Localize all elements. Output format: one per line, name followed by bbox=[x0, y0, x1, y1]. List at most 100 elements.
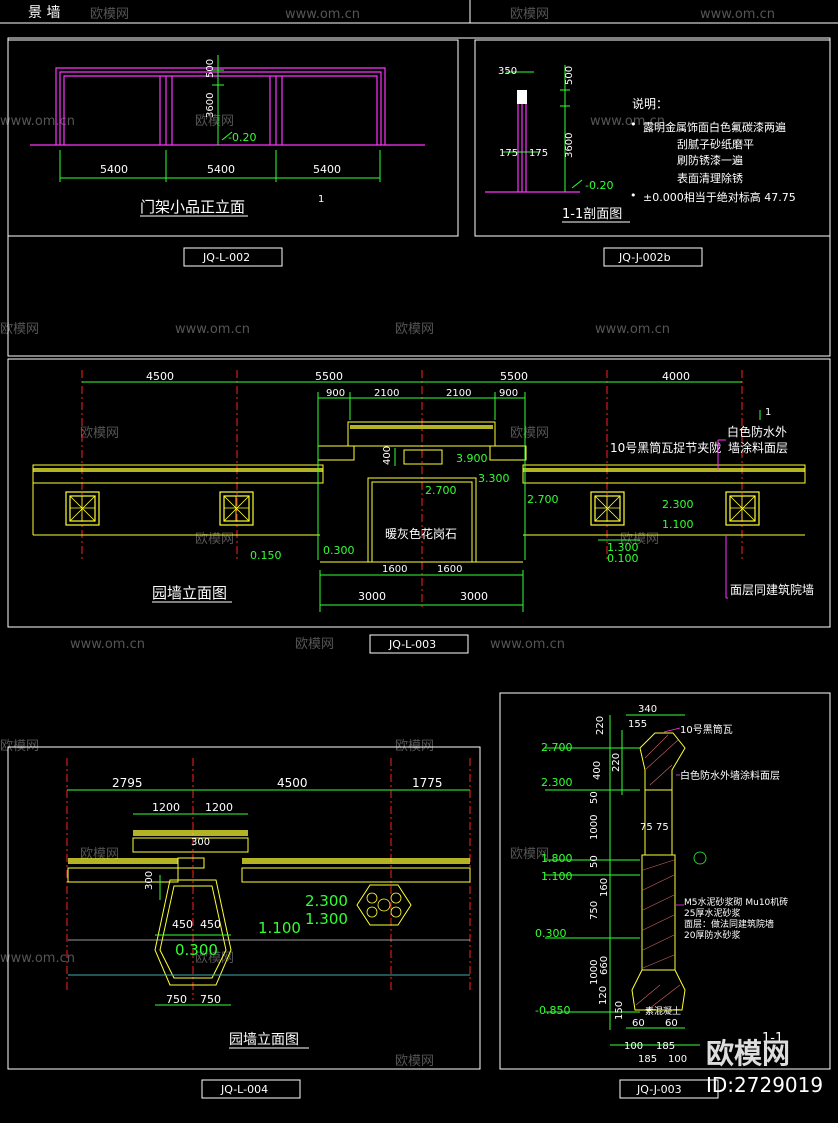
badge-id: ID:2729019 bbox=[706, 1073, 823, 1097]
watermark: 欧模网 bbox=[510, 847, 549, 862]
sheet-title: 景 墙 bbox=[28, 5, 60, 21]
panel-garden-wall-elevation-a: 4500 5500 5500 4000 900 2100 2100 900 40… bbox=[32, 370, 814, 654]
material-label: 暖灰色花岗石 bbox=[385, 526, 457, 541]
watermark: www.om.cn bbox=[285, 7, 360, 22]
dim-label: 160 bbox=[599, 878, 610, 897]
wall-outline bbox=[32, 421, 806, 563]
dim-label: 340 bbox=[638, 704, 657, 715]
dim-label: 660 bbox=[599, 956, 610, 975]
note-line: 刮腻子砂纸磨平 bbox=[677, 137, 754, 151]
dim-label: 300 bbox=[191, 837, 210, 848]
dim-label: 185 bbox=[638, 1054, 657, 1065]
dim-lines bbox=[59, 55, 381, 182]
watermark: www.om.cn bbox=[700, 7, 775, 22]
material-label: 白色防水外 bbox=[727, 424, 787, 439]
dim-label: 175 bbox=[529, 148, 548, 159]
level-label: 0.300 bbox=[175, 941, 218, 959]
watermark: 欧模网 bbox=[395, 1054, 434, 1069]
drawing-code: JQ-J-002b bbox=[618, 251, 671, 264]
dim-lines bbox=[545, 714, 700, 1046]
dim-label: 3600 bbox=[564, 133, 575, 158]
watermark: 欧模网 bbox=[0, 322, 39, 337]
note-line: 表面清理除锈 bbox=[677, 171, 743, 185]
level-label: 1.100 bbox=[541, 870, 573, 883]
watermark: 欧模网 bbox=[395, 322, 434, 337]
dim-label: 5500 bbox=[315, 370, 343, 383]
dim-label: 185 bbox=[656, 1041, 675, 1052]
drawing-code: JQ-L-004 bbox=[220, 1083, 268, 1096]
level-label: 1.800 bbox=[541, 852, 573, 865]
material-label: M5水泥砂浆砌 Mu10机砖 bbox=[684, 896, 788, 908]
drawing-title: 园墙立面图 bbox=[229, 1032, 299, 1048]
hatch bbox=[635, 734, 681, 1009]
note-line: ±0.000相当于绝对标高 47.75 bbox=[643, 190, 796, 204]
dim-label: 1775 bbox=[412, 776, 443, 790]
lattice-hexagon bbox=[366, 892, 402, 918]
steel-frame bbox=[30, 67, 425, 146]
dim-label: 450 bbox=[200, 918, 221, 931]
watermark: 欧模网 bbox=[195, 532, 234, 547]
watermark: www.om.cn bbox=[70, 637, 145, 652]
watermark: 欧模网 bbox=[510, 426, 549, 441]
watermark: 欧模网 bbox=[80, 426, 119, 441]
level-label: -0.850 bbox=[535, 1004, 570, 1017]
dim-label: 155 bbox=[628, 719, 647, 730]
level-label: 0.300 bbox=[535, 927, 567, 940]
level-label: 2.700 bbox=[541, 741, 573, 754]
svg-text:•: • bbox=[630, 118, 637, 131]
dim-label: 350 bbox=[498, 66, 517, 77]
dim-label: 750 bbox=[589, 901, 600, 920]
watermark: 欧模网 bbox=[295, 637, 334, 652]
panel-garden-wall-elevation-b: 2795 4500 1775 1200 1200 300 300 2.300 1… bbox=[66, 758, 471, 1099]
drawing-code-box bbox=[183, 247, 283, 267]
drawing-code: JQ-J-003 bbox=[636, 1083, 682, 1096]
dim-lines bbox=[67, 789, 470, 1006]
level-label: 3.300 bbox=[478, 472, 510, 485]
drawing-code: JQ-L-003 bbox=[388, 638, 436, 651]
material-label: 25厚水泥砂浆 bbox=[684, 907, 740, 919]
level-label: 0.150 bbox=[250, 549, 282, 562]
dim-label: 450 bbox=[172, 918, 193, 931]
level-label: 0.100 bbox=[607, 552, 639, 565]
material-label: 面层：做法同建筑院墙 bbox=[684, 918, 774, 930]
dim-label: 150 bbox=[614, 1001, 625, 1020]
level-label: 2.700 bbox=[425, 484, 457, 497]
dim-label: 2795 bbox=[112, 776, 143, 790]
axis-lines bbox=[81, 370, 743, 610]
material-label: 20厚防水砂浆 bbox=[684, 929, 740, 941]
level-label: 0.300 bbox=[323, 544, 355, 557]
dim-label: 75 bbox=[656, 822, 669, 833]
dim-label: 5400 bbox=[100, 163, 128, 176]
roof-tiles bbox=[33, 425, 805, 472]
dim-label: 1600 bbox=[382, 564, 407, 575]
section-mark: 1 bbox=[318, 194, 324, 205]
sheet-frames bbox=[0, 0, 838, 1070]
material-label: 10号黑筒瓦捉节夹陇 bbox=[610, 440, 721, 455]
wall-section-outline bbox=[631, 732, 686, 1011]
dim-label: 1200 bbox=[205, 801, 233, 814]
watermark: 欧模网 bbox=[195, 951, 234, 966]
watermark: www.om.cn bbox=[0, 951, 75, 966]
dim-label: 2100 bbox=[374, 388, 399, 399]
dim-label: 5500 bbox=[500, 370, 528, 383]
drawing-code: JQ-L-002 bbox=[202, 251, 250, 264]
dim-label: 100 bbox=[668, 1054, 687, 1065]
material-label: 面层同建筑院墙 bbox=[730, 582, 814, 597]
drawing-code-box bbox=[201, 1079, 301, 1099]
note-line: 刷防锈漆一遍 bbox=[677, 153, 743, 167]
dim-label: 1000 bbox=[589, 960, 600, 985]
dim-label: 4000 bbox=[662, 370, 690, 383]
dim-label: 300 bbox=[144, 871, 155, 890]
drawing-code-box bbox=[603, 247, 703, 267]
dim-label: 400 bbox=[592, 761, 603, 780]
dim-label: 220 bbox=[611, 753, 622, 772]
dim-label: 5400 bbox=[207, 163, 235, 176]
watermark: 欧模网 bbox=[510, 7, 549, 22]
leader-lines bbox=[663, 727, 707, 906]
dim-label: 900 bbox=[326, 388, 345, 399]
badge-brand: 欧模网 bbox=[706, 1037, 790, 1070]
level-label: 1.100 bbox=[258, 919, 301, 937]
material-label: 10号黑筒瓦 bbox=[680, 723, 733, 736]
level-label: 2.300 bbox=[662, 498, 694, 511]
